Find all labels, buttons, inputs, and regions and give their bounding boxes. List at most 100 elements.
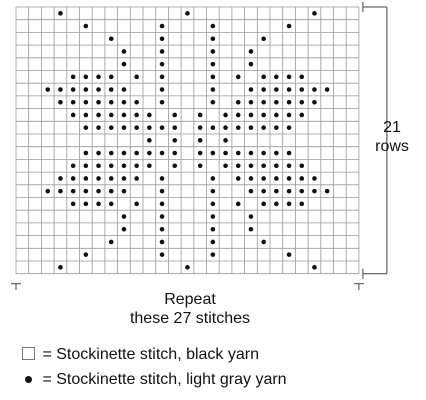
stitch-dot — [312, 87, 317, 92]
stitch-dot — [108, 188, 114, 194]
stitch-dot — [58, 99, 63, 105]
stitch-dot — [210, 150, 216, 156]
stitch-dot — [147, 150, 152, 156]
stitch-dot — [274, 74, 279, 80]
stitch-dot — [83, 74, 89, 80]
stitch-dot — [121, 150, 127, 156]
stitch-dot — [235, 150, 241, 156]
stitch-dot — [108, 112, 114, 118]
stitch-dot — [147, 112, 152, 118]
stitch-dot — [159, 74, 165, 80]
stitch-dot — [274, 125, 279, 130]
stitch-dot — [261, 125, 266, 130]
stitch-dot — [96, 188, 101, 194]
stitch-dot — [159, 49, 165, 54]
stitch-dot — [96, 87, 101, 92]
stitch-dot — [274, 87, 279, 92]
stitch-dot — [235, 176, 241, 181]
stitch-dot — [134, 112, 139, 118]
stitch-dot — [261, 201, 266, 207]
stitch-dot — [108, 36, 114, 42]
stitch-dot — [185, 265, 190, 270]
stitch-dot — [248, 226, 254, 232]
stitch-dot — [223, 150, 228, 156]
stitch-dot — [147, 163, 152, 169]
stitch-dot — [159, 36, 165, 42]
stitch-dot — [274, 99, 279, 105]
stitch-dot — [83, 163, 89, 169]
stitch-dot — [121, 99, 127, 105]
stitch-dot — [172, 150, 178, 156]
stitch-dot — [286, 188, 292, 194]
stitch-dot — [45, 188, 51, 194]
stitch-dot — [197, 138, 203, 143]
stitch-dot — [58, 87, 63, 92]
stitch-dot — [312, 265, 317, 270]
stitch-dot — [210, 188, 216, 194]
stitch-dot — [324, 87, 330, 92]
stitch-dot — [70, 163, 76, 169]
stitch-dot — [96, 163, 101, 169]
stitch-dot — [58, 265, 63, 270]
stitch-dot — [108, 87, 114, 92]
rows-count: 21 — [383, 119, 401, 136]
stitch-dot — [147, 125, 152, 130]
stitch-dot — [324, 188, 330, 194]
stitch-dot — [70, 188, 76, 194]
stitch-dot — [299, 74, 305, 80]
stitch-dot — [261, 163, 266, 169]
stitch-dot — [210, 87, 216, 92]
stitch-dot — [121, 125, 127, 130]
stitch-dot — [235, 99, 241, 105]
stitch-dot — [159, 125, 165, 130]
stitch-dot — [108, 74, 114, 80]
stitch-dot — [134, 99, 139, 105]
stitch-dot — [197, 112, 203, 118]
stitch-dot — [312, 11, 317, 16]
stitch-dot — [45, 87, 51, 92]
stitch-dot — [261, 74, 266, 80]
stitch-dot — [248, 150, 254, 156]
stitch-dot — [299, 99, 305, 105]
stitch-dot — [248, 176, 254, 181]
rows-count-label: 21 rows — [364, 118, 420, 156]
stitch-dot — [248, 99, 254, 105]
stitch-dot — [312, 176, 317, 181]
stitch-dot — [312, 188, 317, 194]
stitch-dot — [274, 188, 279, 194]
stitch-dot — [96, 125, 101, 130]
stitch-dot — [312, 99, 317, 105]
stitch-dot — [248, 188, 254, 194]
stitch-dot — [210, 61, 216, 67]
stitch-dot — [70, 87, 76, 92]
stitch-dot — [248, 61, 254, 67]
legend-text-black-yarn: = Stockinette stitch, black yarn — [42, 346, 259, 363]
stitch-dot — [210, 49, 216, 54]
stitch-dot — [134, 125, 139, 130]
stitch-dot — [159, 23, 165, 29]
stitch-dot — [134, 176, 139, 181]
stitch-dot — [96, 112, 101, 118]
empty-square-icon — [18, 345, 38, 365]
stitch-dot — [274, 112, 279, 118]
stitch-dot — [83, 87, 89, 92]
stitch-dot — [261, 99, 266, 105]
stitch-dot — [159, 188, 165, 194]
stitch-dot — [108, 176, 114, 181]
stitch-dot — [83, 252, 89, 257]
stitch-dot — [235, 112, 241, 118]
rows-word: rows — [375, 138, 409, 155]
stitch-dot — [274, 150, 279, 156]
stitch-dot — [121, 61, 127, 67]
stitch-dot — [210, 36, 216, 42]
stitch-dot — [248, 87, 254, 92]
stitch-dot — [286, 87, 292, 92]
stitch-dot — [210, 226, 216, 232]
stitch-dot — [159, 226, 165, 232]
repeat-line-1: Repeat — [164, 291, 216, 308]
stitch-dot — [159, 61, 165, 67]
stitch-dot — [286, 23, 292, 29]
stitch-dot — [83, 176, 89, 181]
stitch-dot — [159, 150, 165, 156]
stitch-dot — [147, 138, 152, 143]
